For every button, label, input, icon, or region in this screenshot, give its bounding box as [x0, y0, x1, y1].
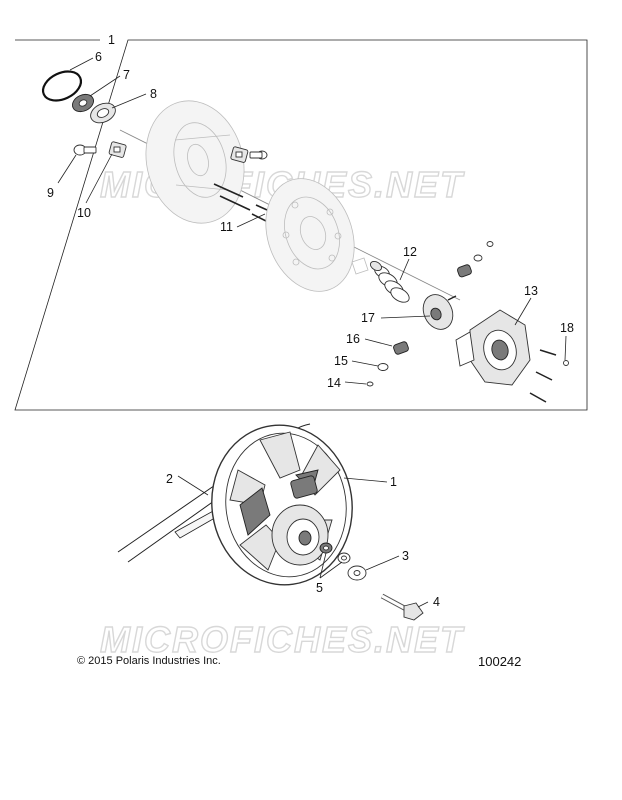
assembly-view: 1 2 3 4 5: [117, 423, 440, 621]
callout-16: 16: [346, 332, 360, 346]
washer-part-7: [72, 93, 94, 113]
driven-clutch: [211, 424, 353, 586]
washers-part-5: [319, 542, 351, 564]
washer-part-15: [377, 363, 389, 371]
callouts-bottom: 1 2 3 4 5: [166, 472, 440, 609]
washer-part-3: [347, 565, 367, 581]
shim-part-8: [90, 102, 116, 124]
leader-lines-top: [57, 57, 567, 385]
callout-13: 13: [524, 284, 538, 298]
moveable-sheave-ghost: [145, 100, 245, 224]
callout-9: 9: [47, 186, 54, 200]
callout-7: 7: [123, 68, 130, 82]
callout-6: 6: [95, 50, 102, 64]
bearing-top: [457, 241, 494, 278]
callout-10: 10: [77, 206, 91, 220]
callout-4: 4: [433, 595, 440, 609]
pin-part-9: [73, 144, 97, 156]
callout-3: 3: [402, 549, 409, 563]
slider-block-right: [230, 146, 268, 163]
bolt-part-4: [380, 593, 424, 621]
callout-18: 18: [560, 321, 574, 335]
callout-14: 14: [327, 376, 341, 390]
callout-8: 8: [150, 87, 157, 101]
stationary-sheave-ghost: [265, 178, 355, 292]
slider-block-part-10: [108, 141, 127, 158]
callout-2: 2: [166, 472, 173, 486]
callout-15: 15: [334, 354, 348, 368]
callout-17: 17: [361, 311, 375, 325]
copyright-notice: © 2015 Polaris Industries Inc.: [77, 655, 221, 667]
exploded-view-frame: [14, 39, 588, 411]
spring-part-12: [369, 260, 410, 303]
watermark-bottom: MICROFICHES.NET: [100, 619, 465, 660]
screws-part-18: [529, 349, 569, 403]
clip-part-14: [366, 381, 374, 387]
callout-11: 11: [220, 220, 233, 234]
bearing-part-16: [393, 341, 409, 355]
figure-number: 100242: [478, 654, 521, 669]
callouts-top: 1 6 7 8 9 10 11 12 13 14 15 16 17 18: [47, 33, 574, 390]
helix-cam-part-17: [422, 294, 457, 330]
bushing-near-spring: [351, 257, 369, 275]
cover-part-13: [455, 309, 531, 386]
snap-ring-part-6: [41, 70, 83, 102]
leader-lines-bottom: [177, 475, 429, 608]
callout-1-top: 1: [108, 33, 115, 47]
exploded-view-panel: MICROFICHES.NET: [14, 33, 588, 411]
callout-12: 12: [403, 245, 417, 259]
callout-5: 5: [316, 581, 323, 595]
callout-1-bottom: 1: [390, 475, 397, 489]
